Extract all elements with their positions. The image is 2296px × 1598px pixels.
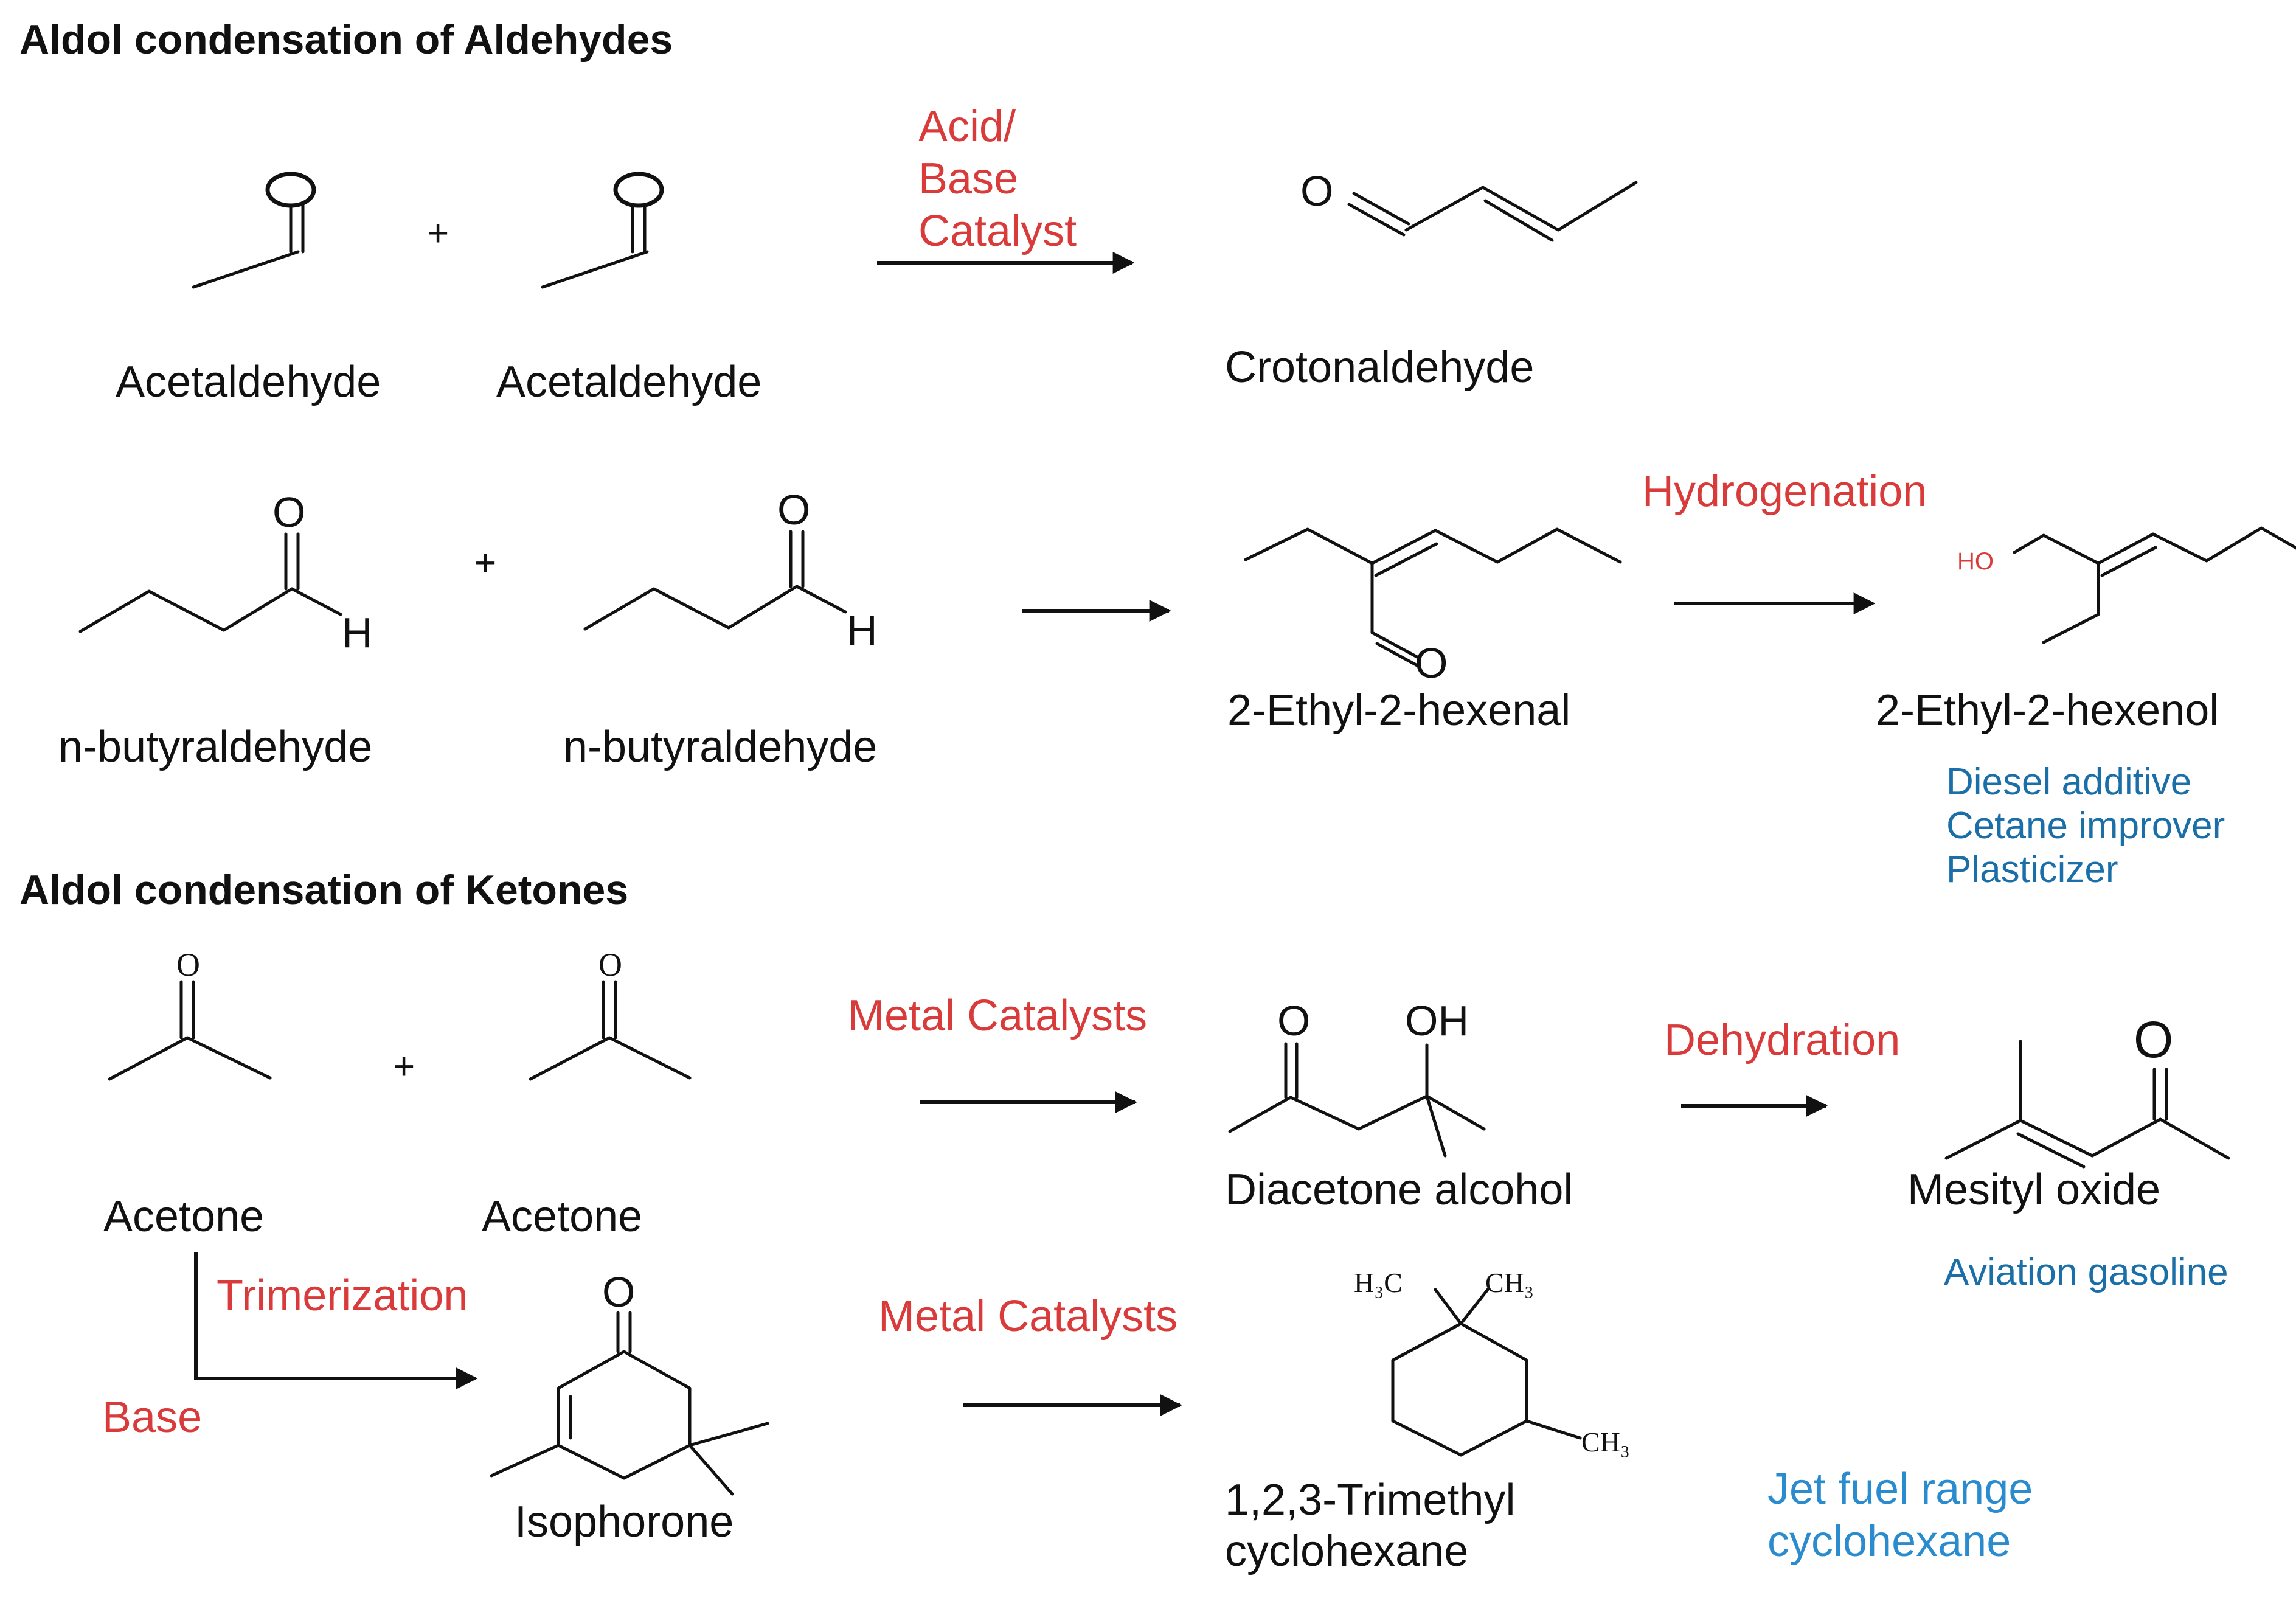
application-diesel-additive: Diesel additive bbox=[1946, 761, 2191, 803]
label-ethyl-hexenol: 2-Ethyl-2-hexenol bbox=[1876, 686, 2219, 735]
acetone-structure-1: O bbox=[108, 947, 272, 1081]
isophorone-structure: O bbox=[490, 1268, 769, 1496]
acetaldehyde-structure-2 bbox=[541, 172, 664, 289]
svg-text:O: O bbox=[598, 947, 622, 983]
svg-text:CH₃: CH₃ bbox=[1581, 1426, 1630, 1457]
crotonaldehyde-structure: O bbox=[1300, 167, 1638, 242]
svg-text:O: O bbox=[272, 488, 305, 536]
label-trimethyl-line1: 1,2,3-Trimethyl bbox=[1225, 1476, 1515, 1524]
mesityl-oxide-structure: O bbox=[1944, 1011, 2230, 1169]
svg-text:CH₃: CH₃ bbox=[1485, 1267, 1534, 1298]
plus-sign: + bbox=[393, 1046, 415, 1088]
svg-text:H: H bbox=[847, 606, 878, 654]
svg-text:HO: HO bbox=[1957, 548, 1994, 575]
plus-sign: + bbox=[427, 212, 449, 254]
application-aviation-gasoline: Aviation gasoline bbox=[1944, 1251, 2228, 1293]
label-acetone-1: Acetone bbox=[103, 1192, 264, 1241]
svg-text:O: O bbox=[176, 947, 200, 983]
section-title-aldehydes: Aldol condensation of Aldehydes bbox=[19, 16, 673, 63]
svg-text:H: H bbox=[342, 609, 373, 656]
svg-text:O: O bbox=[602, 1268, 635, 1316]
condition-acid-line2: Base bbox=[918, 155, 1018, 203]
label-acetaldehyde-1: Acetaldehyde bbox=[116, 358, 381, 406]
application-jet-fuel-line1: Jet fuel range bbox=[1767, 1465, 2033, 1513]
svg-text:O: O bbox=[1415, 639, 1448, 687]
svg-text:O: O bbox=[777, 486, 810, 533]
label-n-butyraldehyde-2: n-butyraldehyde bbox=[563, 723, 877, 771]
condition-metal-catalysts-2: Metal Catalysts bbox=[878, 1292, 1177, 1341]
condition-acid-line3: Catalyst bbox=[918, 207, 1077, 255]
label-diacetone-alcohol: Diacetone alcohol bbox=[1225, 1165, 1573, 1214]
label-trimethyl-line2: cyclohexane bbox=[1225, 1527, 1468, 1575]
label-isophorone: Isophorone bbox=[515, 1498, 734, 1546]
diacetone-alcohol-structure: O OH bbox=[1228, 997, 1486, 1158]
application-cetane-improver: Cetane improver bbox=[1946, 805, 2225, 847]
label-ethyl-hexenal: 2-Ethyl-2-hexenal bbox=[1227, 686, 1570, 735]
label-acetaldehyde-2: Acetaldehyde bbox=[496, 358, 761, 406]
trimethyl-cyclohexane-structure: H₃C CH₃ CH₃ bbox=[1354, 1267, 1630, 1457]
condition-acid-line1: Acid/ bbox=[918, 102, 1016, 151]
svg-text:O: O bbox=[1277, 997, 1310, 1044]
label-acetone-2: Acetone bbox=[482, 1192, 642, 1241]
plus-sign: + bbox=[474, 542, 496, 584]
label-mesityl-oxide: Mesityl oxide bbox=[1907, 1165, 2160, 1214]
label-crotonaldehyde: Crotonaldehyde bbox=[1225, 343, 1534, 392]
condition-base: Base bbox=[102, 1393, 202, 1442]
application-jet-fuel-line2: cyclohexane bbox=[1767, 1517, 2011, 1566]
ethyl-hexenal-structure: O bbox=[1244, 527, 1622, 687]
condition-hydrogenation: Hydrogenation bbox=[1642, 467, 1927, 516]
svg-text:OH: OH bbox=[1405, 997, 1469, 1044]
trimerization-arrow bbox=[194, 1252, 478, 1389]
ethyl-hexenol-structure: HO bbox=[1957, 526, 2296, 644]
svg-text:O: O bbox=[2134, 1011, 2173, 1068]
label-n-butyraldehyde-1: n-butyraldehyde bbox=[58, 723, 372, 771]
acetone-structure-2: O bbox=[529, 947, 692, 1081]
condition-dehydration: Dehydration bbox=[1664, 1016, 1900, 1065]
n-butyraldehyde-structure-2: O H bbox=[583, 486, 878, 654]
condition-metal-catalysts-1: Metal Catalysts bbox=[848, 992, 1147, 1040]
condition-trimerization: Trimerization bbox=[217, 1271, 468, 1320]
application-plasticizer: Plasticizer bbox=[1946, 849, 2118, 891]
svg-text:H₃C: H₃C bbox=[1354, 1267, 1403, 1298]
section-title-ketones: Aldol condensation of Ketones bbox=[19, 867, 628, 913]
acetaldehyde-structure-1 bbox=[192, 172, 316, 289]
n-butyraldehyde-structure-1: O H bbox=[78, 488, 373, 656]
svg-text:O: O bbox=[1300, 167, 1333, 215]
